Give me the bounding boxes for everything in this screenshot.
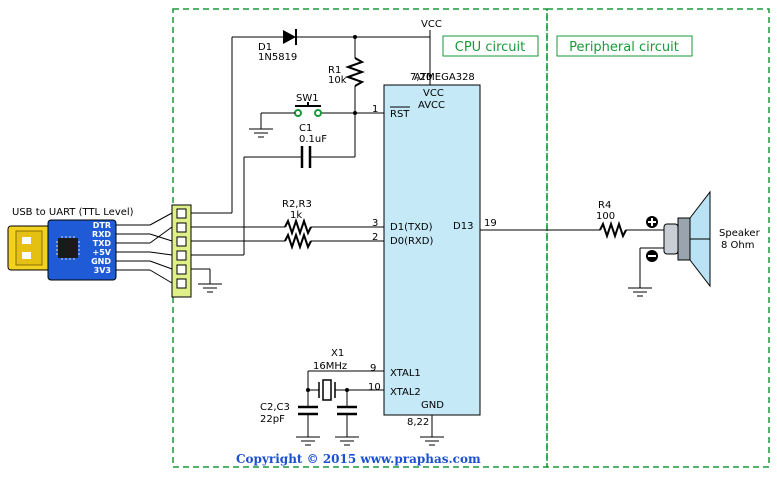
pin-header-pins	[176, 208, 187, 289]
c1-ref: C1	[299, 123, 312, 134]
r2r3-ref: R2,R3	[282, 199, 312, 210]
chip-d13-label: D13	[453, 221, 473, 232]
speaker-icon	[646, 190, 711, 288]
ground-symbol-speaker	[628, 287, 652, 297]
chip-vcc-label: VCC	[423, 88, 444, 99]
r2r3-value: 1k	[290, 210, 302, 221]
copyright-text: Copyright © 2015 www.praphas.com	[236, 452, 481, 466]
pin-number-xtal1: 9	[370, 363, 376, 374]
c2c3-ref: C2,C3	[260, 402, 290, 413]
r1-value: 10k	[328, 75, 347, 86]
d1-value: 1N5819	[258, 52, 297, 63]
r4-value: 100	[596, 211, 615, 222]
pin-number-d1: 3	[372, 218, 378, 229]
chip-avcc-label: AVCC	[418, 100, 445, 111]
resistor-r4	[599, 220, 627, 240]
chip-d0-label: D0(RXD)	[390, 236, 433, 247]
pin-number-xtal2: 10	[368, 382, 381, 393]
chip-d1-label: D1(TXD)	[390, 222, 433, 233]
ground-symbol-c2	[296, 436, 320, 446]
pin-number-d0: 2	[372, 232, 378, 243]
ground-symbol-c3	[335, 436, 359, 446]
speaker-name: Speaker	[719, 228, 761, 239]
usb-module-title: USB to UART (TTL Level)	[12, 207, 134, 218]
chip-rst-label: RST	[390, 109, 410, 120]
resistor-r1	[345, 57, 365, 87]
ground-symbol-sw1	[249, 128, 273, 138]
speaker-value: 8 Ohm	[721, 240, 755, 251]
pin-number-gnd: 8,22	[407, 417, 429, 428]
ground-symbol-connector	[198, 283, 222, 293]
usb-pin-5v: +5V	[93, 248, 112, 257]
crystal-x1	[316, 379, 338, 401]
sw1-ref: SW1	[296, 93, 319, 104]
c1-value: 0.1uF	[299, 134, 327, 145]
chip-name-label: ATMEGA328	[414, 72, 475, 83]
x1-ref: X1	[331, 348, 344, 359]
x1-value: 16MHz	[313, 361, 347, 372]
chip-xtal1-label: XTAL1	[390, 368, 421, 379]
usb-pin-rxd: RXD	[92, 230, 111, 239]
chip-xtal2-label: XTAL2	[390, 387, 421, 398]
capacitor-c3	[337, 405, 357, 416]
atmega328-chip	[383, 84, 481, 416]
resistor-r2	[284, 217, 312, 237]
c2c3-value: 22pF	[260, 414, 285, 425]
usb-pin-dtr: DTR	[93, 221, 111, 230]
usb-pin-txd: TXD	[93, 239, 112, 248]
d1-ref: D1	[258, 42, 272, 53]
pin-number-rst: 1	[372, 104, 378, 115]
usb-chip-icon	[58, 238, 78, 258]
usb-uart-module	[7, 219, 117, 281]
chip-gnd-label: GND	[421, 400, 444, 411]
r1-ref: R1	[328, 65, 341, 76]
diode-d1	[283, 29, 297, 45]
pin-number-d13: 19	[484, 218, 497, 229]
usb-pin-gnd: GND	[91, 257, 111, 266]
vcc-label: VCC	[421, 19, 442, 30]
resistor-r3	[284, 231, 312, 251]
chip-vcc-pins: 7,20	[410, 72, 432, 83]
cpu-section-border	[172, 8, 548, 468]
peripheral-section-label: Peripheral circuit	[569, 40, 679, 55]
peripheral-section-border	[546, 8, 770, 468]
r4-ref: R4	[598, 200, 611, 211]
cpu-section-label: CPU circuit	[455, 40, 525, 55]
capacitor-c2	[298, 405, 318, 416]
switch-sw1	[294, 102, 322, 117]
ground-symbol-chip	[420, 436, 444, 446]
usb-pin-3v3: 3V3	[94, 266, 111, 275]
